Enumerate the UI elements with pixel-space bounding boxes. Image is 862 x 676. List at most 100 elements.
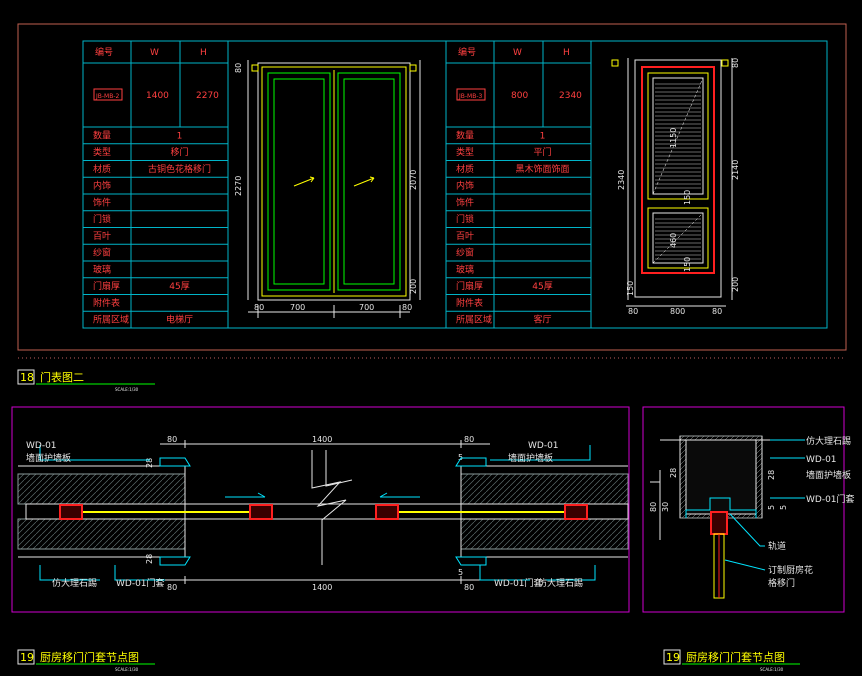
table-right-code: JB-MB-3 xyxy=(458,93,483,100)
section3-scale: SCALE:1/30 xyxy=(760,667,784,672)
door2-dim-right-edge: 80 xyxy=(712,307,722,316)
plan-tick-top-right: 5 xyxy=(458,453,463,462)
section3-title: 厨房移门门套节点图 xyxy=(686,650,785,664)
table-row-label: 纱窗 xyxy=(456,247,474,259)
plan-tick-top-left: 28 xyxy=(145,458,154,468)
sec-dim-c: 30 xyxy=(661,502,670,512)
table-row-label: 内饰 xyxy=(456,180,474,192)
table-row-label: 门扇厚 xyxy=(456,280,483,292)
sec-dim-f: 5 xyxy=(779,505,788,510)
sec-label-track: 轨道 xyxy=(768,540,786,552)
section1-number: 18 xyxy=(20,371,34,384)
section1-title-block: 18 门表图二 SCALE:1/30 xyxy=(17,369,155,392)
door2-dim-side: 150 xyxy=(683,257,692,272)
plan-label-tl-code: WD-01 xyxy=(26,441,57,451)
door2-dim-panel-lower: 460 xyxy=(669,233,678,248)
door1-dim-leaf2: 700 xyxy=(359,303,374,312)
plan-tick-bottom-left: 28 xyxy=(145,554,154,564)
table-row-label: 百叶 xyxy=(456,231,474,242)
table-row-label: 门锁 xyxy=(93,213,111,225)
plan-tick-bottom-right: 5 xyxy=(458,568,463,577)
plan-dim-top-left: 80 xyxy=(167,435,177,444)
sec-label-panel: 墙面护墙板 xyxy=(806,469,851,481)
table-row-label: 门扇厚 xyxy=(93,280,120,292)
section2-title: 厨房移门门套节点图 xyxy=(40,650,139,664)
door2-dim-left-edge: 80 xyxy=(628,307,638,316)
table-row-label: 数量 xyxy=(93,129,111,141)
sec-label-door-line1: 订制厨房花 xyxy=(768,564,813,576)
table-row-label: 附件表 xyxy=(456,297,483,309)
sec-label-marble: 仿大理石踢 xyxy=(806,435,851,447)
door1-dim-height: 2270 xyxy=(234,176,243,196)
table-row-label: 门锁 xyxy=(456,213,474,225)
table-left-header-code: 编号 xyxy=(95,46,113,58)
section3-title-block: 19 厨房移门门套节点图 SCALE:1/30 xyxy=(663,649,800,672)
table-row-value: 客厅 xyxy=(533,314,551,326)
section1-scale: SCALE:1/30 xyxy=(115,387,139,392)
section2-title-block: 19 厨房移门门套节点图 SCALE:1/30 xyxy=(17,649,155,672)
table-row-label: 所属区域 xyxy=(93,314,129,326)
table-right-w: 800 xyxy=(511,91,528,101)
section3-number: 19 xyxy=(666,651,680,664)
plan-label-br-stone: 仿大理石踢 xyxy=(538,577,583,589)
table-row-label: 百叶 xyxy=(93,231,111,242)
table-row-label: 类型 xyxy=(456,146,474,158)
door-elevation-right: 80 2340 2140 1150 460 150 150 150 200 80… xyxy=(590,40,828,329)
door2-dim-height: 2340 xyxy=(617,170,626,190)
door2-dim-top: 80 xyxy=(731,58,740,68)
sec-dim-d: 28 xyxy=(767,470,776,480)
door1-dim-leaf1: 700 xyxy=(290,303,305,312)
plan-label-bl-frame: WD-01门套 xyxy=(116,577,165,589)
plan-label-bl-stone: 仿大理石踢 xyxy=(52,577,97,589)
door2-dim-leaf: 800 xyxy=(670,307,685,316)
table-left-code: JB-MB-2 xyxy=(95,93,120,100)
door2-dim-gap-top: 150 xyxy=(683,190,692,205)
table-row-label: 玻璃 xyxy=(456,263,474,275)
table-row-value: 45厚 xyxy=(169,281,189,292)
table-left-h: 2270 xyxy=(196,91,219,101)
table-right-header-h: H xyxy=(563,48,570,58)
plan-label-tr-name: 墙面护墙板 xyxy=(508,452,553,464)
table-row-value: 电梯厅 xyxy=(166,314,193,326)
section2-scale: SCALE:1/30 xyxy=(115,667,139,672)
door1-dim-left-edge: 80 xyxy=(254,303,264,312)
table-row-label: 材质 xyxy=(456,163,474,175)
plan-dim-top-right: 80 xyxy=(464,435,474,444)
section-detail-border xyxy=(642,406,845,613)
sec-label-frame: WD-01门套 xyxy=(806,493,855,505)
table-row-label: 纱窗 xyxy=(93,247,111,259)
door1-dim-top: 80 xyxy=(234,63,243,73)
table-left-header-h: H xyxy=(200,48,207,58)
sec-dim-e: 5 xyxy=(767,505,776,510)
door1-dim-inner-height: 2070 xyxy=(409,170,418,190)
table-row-value: 1 xyxy=(540,131,546,141)
table-row-value: 古铜色花格移门 xyxy=(148,163,211,175)
door1-dim-bottom: 200 xyxy=(409,279,418,294)
sec-dim-b: 80 xyxy=(649,502,658,512)
table-row-label: 饰件 xyxy=(456,196,474,208)
door2-dim-bottom: 200 xyxy=(731,277,740,292)
table-row-value: 1 xyxy=(177,131,183,141)
plan-detail-sheet: 80 1400 80 28 5 80 1400 80 28 5 WD-01 墙面… xyxy=(11,406,630,672)
sec-label-code: WD-01 xyxy=(806,455,837,465)
table-right-header-code: 编号 xyxy=(458,46,476,58)
table-right-h: 2340 xyxy=(559,91,582,101)
table-row-value: 移门 xyxy=(170,146,188,158)
table-row-label: 类型 xyxy=(93,146,111,158)
plan-detail-border xyxy=(11,406,630,613)
table-row-label: 材质 xyxy=(93,163,111,175)
table-right-header-w: W xyxy=(513,48,522,58)
table-row-label: 内饰 xyxy=(93,180,111,192)
table-left-header-w: W xyxy=(150,48,159,58)
plan-dim-bottom-mid: 1400 xyxy=(312,583,332,592)
sec-dim-a: 28 xyxy=(669,468,678,478)
plan-label-tr-code: WD-01 xyxy=(528,441,559,451)
plan-dim-top-mid: 1400 xyxy=(312,435,332,444)
table-left-w: 1400 xyxy=(146,91,169,101)
table-row-value: 平门 xyxy=(533,146,551,158)
sec-label-door-line2: 格移门 xyxy=(768,577,795,589)
table-row-value: 黑木饰面饰面 xyxy=(515,163,569,175)
